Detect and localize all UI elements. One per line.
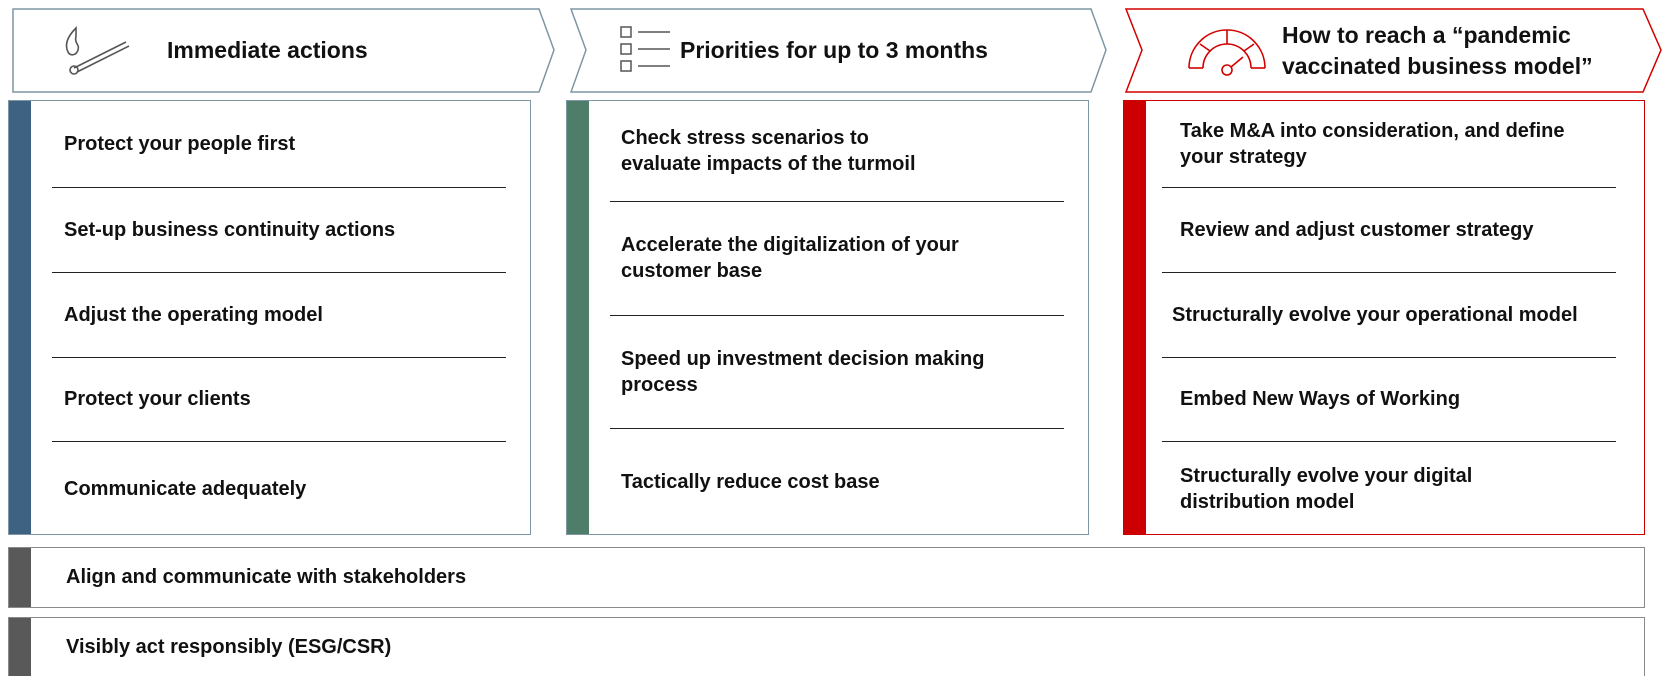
list-item: Embed New Ways of Working — [1180, 388, 1461, 410]
list-item: Review and adjust customer strategy — [1180, 218, 1534, 241]
checklist-icon — [620, 26, 670, 72]
accent-bar — [567, 101, 589, 534]
column-heading: Immediate actions — [167, 37, 368, 63]
list-item: Set-up business continuity actions — [64, 218, 396, 241]
column-pandemic-model: Take M&A into consideration, and define … — [1123, 100, 1645, 535]
speedometer-icon — [1188, 29, 1266, 76]
divider — [1162, 357, 1616, 358]
chevron-shape — [1125, 8, 1662, 93]
accent-bar — [1124, 101, 1146, 534]
accent-bar — [9, 618, 31, 676]
list-item: Speed up investment decision making proc… — [621, 347, 985, 396]
chevron-shape — [12, 8, 555, 93]
list-item: Communicate adequately — [64, 477, 307, 500]
list-item: Structurally evolve your digital distrib… — [1180, 464, 1473, 513]
divider — [52, 187, 506, 188]
list-item: Accelerate the digitalization of your cu… — [621, 234, 959, 282]
chevron-priorities: Priorities for up to 3 months — [570, 8, 1110, 93]
list-item: Protect your clients — [64, 388, 251, 410]
chevron-shape — [570, 8, 1107, 93]
column-priorities: Check stress scenarios to evaluate impac… — [566, 100, 1089, 535]
accent-bar — [9, 548, 31, 607]
divider — [1162, 441, 1616, 442]
divider — [610, 428, 1064, 429]
band-stakeholders: Align and communicate with stakeholders — [8, 547, 1645, 608]
divider — [610, 201, 1064, 202]
chevron-pandemic-model: How to reach a “pandemic vaccinated busi… — [1125, 8, 1663, 93]
list-item: Structurally evolve your operational mod… — [1172, 303, 1578, 326]
divider — [1162, 272, 1616, 273]
band-label: Visibly act responsibly (ESG/CSR) — [66, 635, 392, 658]
divider — [1162, 187, 1616, 188]
list-item: Protect your people first — [64, 133, 296, 155]
column-heading-line: How to reach a “pandemic — [1282, 22, 1571, 48]
divider — [610, 315, 1064, 316]
divider — [52, 272, 506, 273]
band-label: Align and communicate with stakeholders — [66, 566, 467, 588]
chevron-immediate-actions: Immediate actions — [12, 8, 556, 93]
list-item: Adjust the operating model — [64, 303, 323, 326]
divider — [52, 441, 506, 442]
column-immediate-actions: Protect your people first Set-up busines… — [8, 100, 531, 535]
list-item: Take M&A into consideration, and define … — [1180, 120, 1565, 168]
column-heading-line: vaccinated business model” — [1282, 53, 1593, 79]
list-item: Check stress scenarios to evaluate impac… — [621, 127, 916, 175]
accent-bar — [9, 101, 31, 534]
list-item: Tactically reduce cost base — [621, 471, 880, 493]
lit-match-icon — [65, 26, 130, 75]
column-heading: How to reach a “pandemic vaccinated busi… — [1282, 20, 1593, 82]
divider — [52, 357, 506, 358]
column-heading: Priorities for up to 3 months — [680, 37, 988, 63]
band-esg-csr: Visibly act responsibly (ESG/CSR) — [8, 617, 1645, 676]
